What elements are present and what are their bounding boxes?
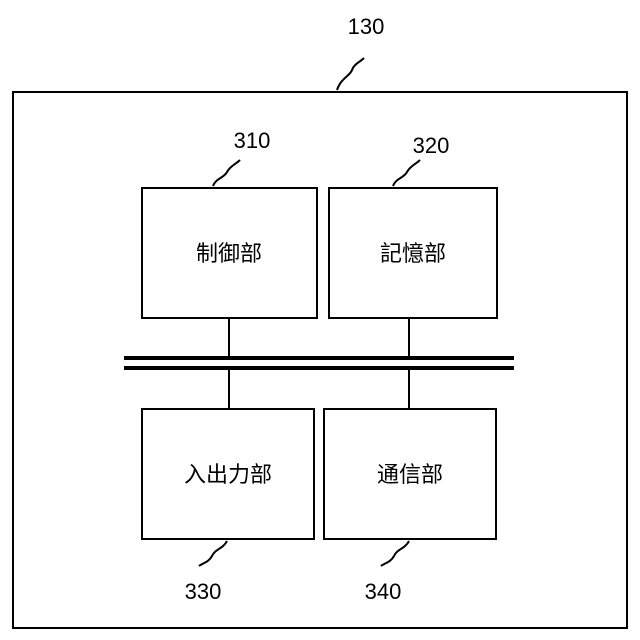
control-block-label: 制御部 xyxy=(196,242,262,267)
io-block-label: 入出力部 xyxy=(184,463,272,488)
comm-block-label: 通信部 xyxy=(377,463,443,488)
device-ref-label: 130 xyxy=(348,14,385,39)
comm-ref-label: 340 xyxy=(365,579,402,604)
device-ref-leader xyxy=(337,58,364,90)
storage-ref-label: 320 xyxy=(413,133,450,158)
io-ref-label: 330 xyxy=(185,579,222,604)
control-ref-label: 310 xyxy=(234,128,271,153)
storage-block-label: 記憶部 xyxy=(380,242,446,267)
